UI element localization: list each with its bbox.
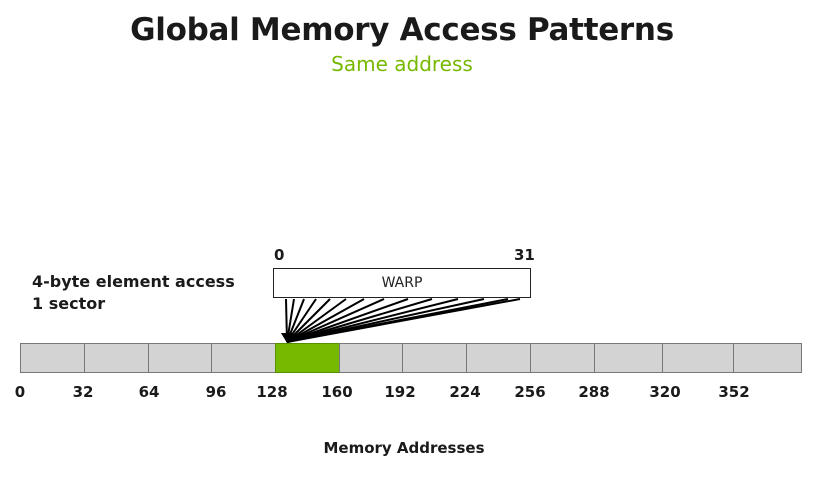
warp-last-lane-label: 31 bbox=[514, 246, 535, 264]
page-subtitle: Same address bbox=[331, 52, 473, 76]
thread-access-line bbox=[286, 298, 365, 343]
address-label: 320 bbox=[649, 383, 681, 401]
address-label: 352 bbox=[718, 383, 750, 401]
address-label: 224 bbox=[449, 383, 481, 401]
address-label: 32 bbox=[72, 383, 94, 401]
memory-segment bbox=[84, 343, 149, 373]
memory-segment bbox=[662, 343, 734, 373]
address-label: 160 bbox=[321, 383, 353, 401]
sector-count-note: 1 sector bbox=[32, 294, 106, 313]
memory-segment bbox=[530, 343, 595, 373]
memory-segment bbox=[211, 343, 276, 373]
thread-access-line bbox=[286, 298, 385, 343]
access-size-note: 4-byte element access bbox=[32, 272, 235, 291]
memory-segment-accessed bbox=[275, 343, 340, 373]
warp-first-lane-label: 0 bbox=[274, 246, 285, 264]
memory-row bbox=[20, 343, 802, 373]
address-label: 192 bbox=[384, 383, 416, 401]
arrowhead-icon bbox=[281, 333, 293, 343]
address-label: 256 bbox=[514, 383, 546, 401]
warp-box: WARP bbox=[273, 268, 531, 298]
address-label: 128 bbox=[256, 383, 288, 401]
thread-access-line bbox=[286, 298, 331, 343]
thread-access-line bbox=[286, 298, 347, 343]
warp-label: WARP bbox=[381, 275, 423, 291]
address-label: 288 bbox=[578, 383, 610, 401]
memory-segment bbox=[148, 343, 212, 373]
address-label: 64 bbox=[138, 383, 160, 401]
thread-access-line bbox=[286, 298, 521, 343]
address-label: 0 bbox=[14, 383, 26, 401]
page-title: Global Memory Access Patterns bbox=[130, 12, 674, 48]
memory-segment bbox=[339, 343, 403, 373]
memory-axis-label: Memory Addresses bbox=[323, 439, 485, 457]
memory-segment bbox=[20, 343, 85, 373]
memory-segment bbox=[594, 343, 663, 373]
memory-segment bbox=[466, 343, 531, 373]
memory-segment bbox=[733, 343, 802, 373]
address-label: 96 bbox=[205, 383, 227, 401]
thread-access-line bbox=[286, 298, 433, 343]
memory-segment bbox=[402, 343, 467, 373]
thread-access-line bbox=[286, 298, 409, 343]
